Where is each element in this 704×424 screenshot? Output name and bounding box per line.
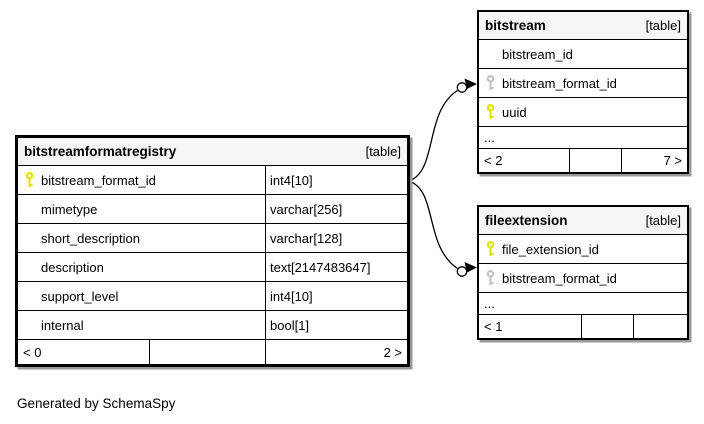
table-row: support_level int4[10] (18, 282, 407, 311)
arrowhead (464, 78, 477, 89)
column-name: file_extension_id (502, 241, 599, 257)
footer-children-count: < 0 (18, 340, 150, 364)
table-name: bitstreamformatregistry (24, 144, 177, 159)
column-name: short_description (41, 230, 140, 246)
hidden-columns-ellipsis: ... (479, 293, 687, 315)
table-row: bitstream_format_id int4[10] (18, 166, 407, 195)
table-name: fileextension (485, 213, 568, 228)
column-type: int4[10] (270, 172, 313, 188)
column-name: uuid (502, 104, 527, 120)
footer-children-count: < 1 (479, 315, 582, 338)
footer-middle-cell (582, 315, 634, 338)
column-name: bitstream_format_id (41, 172, 156, 188)
column-name: description (41, 259, 104, 275)
column-name: internal (41, 317, 84, 333)
footer-parents-count: 7 > (663, 153, 682, 168)
table-bitstreamformatregistry[interactable]: bitstreamformatregistry [table] bitstrea… (15, 135, 410, 367)
table-name: bitstream (485, 18, 546, 33)
column-type: varchar[256] (270, 201, 343, 217)
foreign-key-icon (486, 270, 495, 286)
zero-or-one-circle (456, 266, 468, 277)
table-header: bitstreamformatregistry [table] (18, 138, 407, 166)
table-row: internal bool[1] (18, 311, 407, 340)
table-row: bitstream_id (479, 40, 687, 69)
table-header: bitstream [table] (479, 12, 687, 40)
zero-or-one-circle (456, 82, 468, 93)
generated-by-note: Generated by SchemaSpy (17, 396, 176, 411)
table-footer: < 2 7 > (479, 149, 687, 172)
footer-children-count: < 2 (479, 149, 570, 172)
table-row: short_description varchar[128] (18, 224, 407, 253)
table-row: bitstream_format_id (479, 264, 687, 293)
connector-fileextension (408, 180, 477, 277)
footer-parents-count: 2 > (383, 344, 402, 360)
table-tag: [table] (645, 213, 681, 228)
table-fileextension[interactable]: fileextension [table] file_extension_id … (477, 205, 689, 340)
table-row: bitstream_format_id (479, 69, 687, 98)
primary-key-icon (486, 104, 495, 120)
arrowhead (464, 262, 477, 273)
column-name: bitstream_format_id (502, 75, 617, 91)
column-name: bitstream_id (502, 46, 573, 62)
table-bitstream[interactable]: bitstream [table] bitstream_id bitstream… (477, 10, 689, 174)
footer-parents-count (634, 315, 687, 338)
foreign-key-icon (486, 75, 495, 91)
table-footer: < 1 (479, 315, 687, 338)
table-row: file_extension_id (479, 235, 687, 264)
column-type: int4[10] (270, 288, 313, 304)
column-type: text[2147483647] (270, 259, 371, 275)
table-row: mimetype varchar[256] (18, 195, 407, 224)
column-name: support_level (41, 288, 119, 304)
footer-middle-cell (150, 340, 266, 364)
column-name: mimetype (41, 201, 98, 217)
primary-key-icon (25, 172, 34, 188)
table-footer: < 0 2 > (18, 340, 407, 364)
connector-bitstream (408, 78, 477, 182)
column-type: varchar[128] (270, 230, 343, 246)
table-tag: [table] (365, 144, 401, 159)
hidden-columns-ellipsis: ... (479, 127, 687, 149)
table-row: uuid (479, 98, 687, 127)
footer-middle-cell (570, 149, 622, 172)
column-type: bool[1] (270, 317, 310, 333)
column-name: bitstream_format_id (502, 270, 617, 286)
table-header: fileextension [table] (479, 207, 687, 235)
table-row: description text[2147483647] (18, 253, 407, 282)
primary-key-icon (486, 241, 495, 257)
table-tag: [table] (645, 18, 681, 33)
